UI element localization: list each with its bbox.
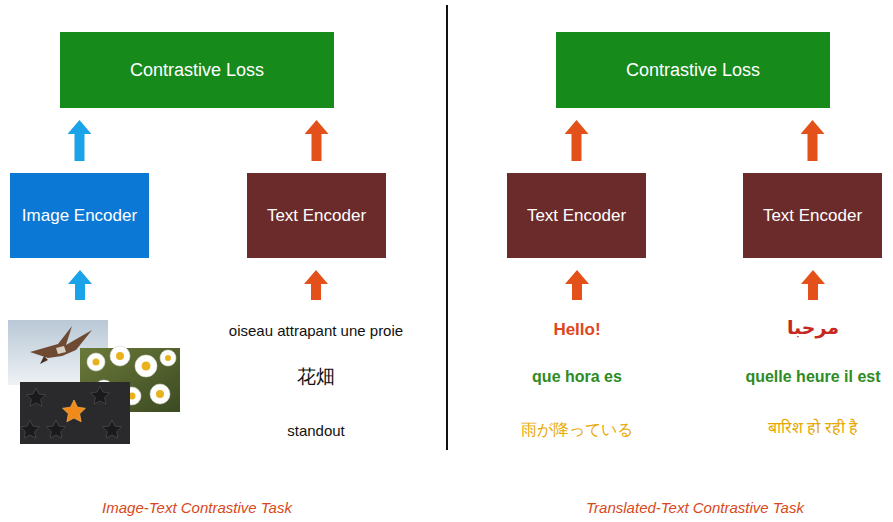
- sample-text: बारिश हो रही है: [768, 418, 858, 437]
- box-label: Contrastive Loss: [626, 60, 760, 81]
- input-arrow: [304, 270, 328, 300]
- caption-text: 花畑: [297, 366, 335, 389]
- stars-photo: [20, 382, 130, 444]
- encoder-box: Image Encoder: [10, 173, 149, 258]
- sample-text: 雨が降っている: [521, 420, 633, 439]
- box-label: Image Encoder: [22, 206, 137, 226]
- task-title: Image-Text Contrastive Task: [102, 499, 292, 517]
- loss-box: Contrastive Loss: [556, 32, 830, 108]
- input-arrow: [565, 270, 589, 300]
- caption-text: oiseau attrapant une proie: [229, 322, 403, 340]
- encoder-box: Text Encoder: [247, 173, 386, 258]
- flow-arrow: [808, 134, 818, 161]
- box-label: Contrastive Loss: [130, 60, 264, 81]
- sample-text: Hello!: [553, 320, 600, 340]
- box-label: Text Encoder: [527, 206, 626, 226]
- flow-arrow: [312, 134, 322, 161]
- input-arrow: [801, 270, 825, 300]
- sample-text: quelle heure il est: [745, 367, 880, 386]
- input-arrow: [68, 270, 92, 300]
- sample-text: مرحبا: [787, 317, 839, 340]
- divider-line: [446, 5, 448, 450]
- box-label: Text Encoder: [763, 206, 862, 226]
- flow-arrow: [572, 134, 582, 161]
- encoder-box: Text Encoder: [743, 173, 882, 258]
- encoder-box: Text Encoder: [507, 173, 646, 258]
- loss-box: Contrastive Loss: [60, 32, 334, 108]
- sample-text: que hora es: [532, 367, 622, 386]
- caption-text: standout: [287, 422, 345, 440]
- task-title: Translated-Text Contrastive Task: [586, 499, 804, 517]
- box-label: Text Encoder: [267, 206, 366, 226]
- flow-arrow: [74, 134, 84, 161]
